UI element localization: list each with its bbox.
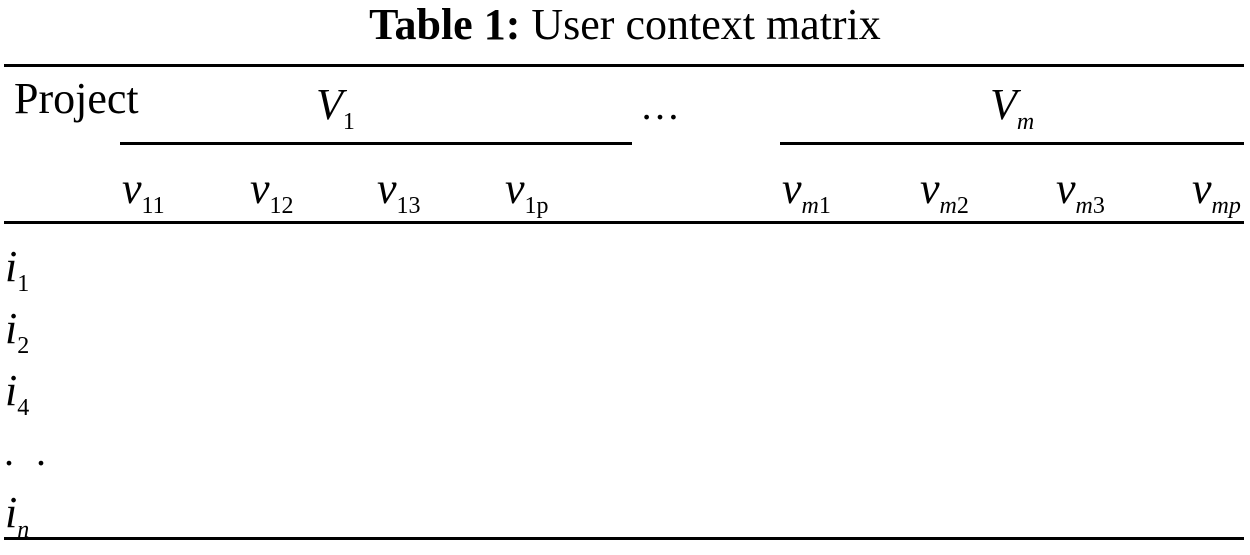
column-header-vm2: vm2: [920, 164, 969, 219]
top-rule: [4, 64, 1244, 67]
group-rule-v1: [120, 142, 632, 145]
bottom-rule: [4, 537, 1244, 540]
column-header-v13: v13: [377, 164, 421, 219]
row-header-in: in: [5, 488, 30, 543]
group-header-v1: V1: [316, 80, 355, 135]
caption-title: User context matrix: [531, 0, 881, 49]
column-header-v1p: v1p: [505, 164, 549, 219]
header-rule: [4, 221, 1244, 224]
group-header-vm: Vm: [990, 80, 1035, 135]
caption-number: Table 1:: [369, 0, 521, 49]
group-rule-vm: [780, 142, 1244, 145]
group-gap-ellipsis: …: [640, 83, 684, 128]
table-caption: Table 1: User context matrix: [0, 0, 1250, 50]
row-header-i2: i2: [5, 304, 30, 359]
column-header-vm3: vm3: [1056, 164, 1105, 219]
column-header-vmp: vmp: [1192, 164, 1241, 219]
stub-header: Project: [14, 74, 139, 123]
row-header-i1: i1: [5, 242, 30, 297]
column-header-vm1: vm1: [782, 164, 831, 219]
row-ellipsis: . .: [4, 429, 52, 474]
row-header-i4: i4: [5, 366, 30, 421]
column-header-v11: v11: [122, 164, 165, 219]
column-header-v12: v12: [250, 164, 294, 219]
